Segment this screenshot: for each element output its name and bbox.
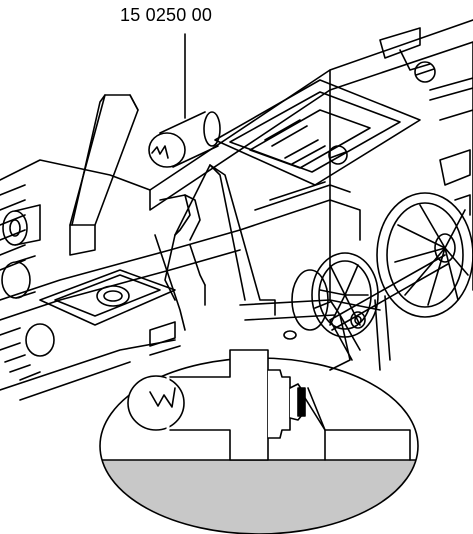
left-bracket (69, 94, 139, 256)
headlight-bulb (148, 111, 221, 168)
part-number-label: 15 0250 00 (120, 5, 213, 25)
magnified-detail (99, 349, 419, 534)
left-frame (0, 159, 241, 401)
drive-wheels (291, 192, 473, 371)
locomotive-chassis (149, 19, 473, 311)
